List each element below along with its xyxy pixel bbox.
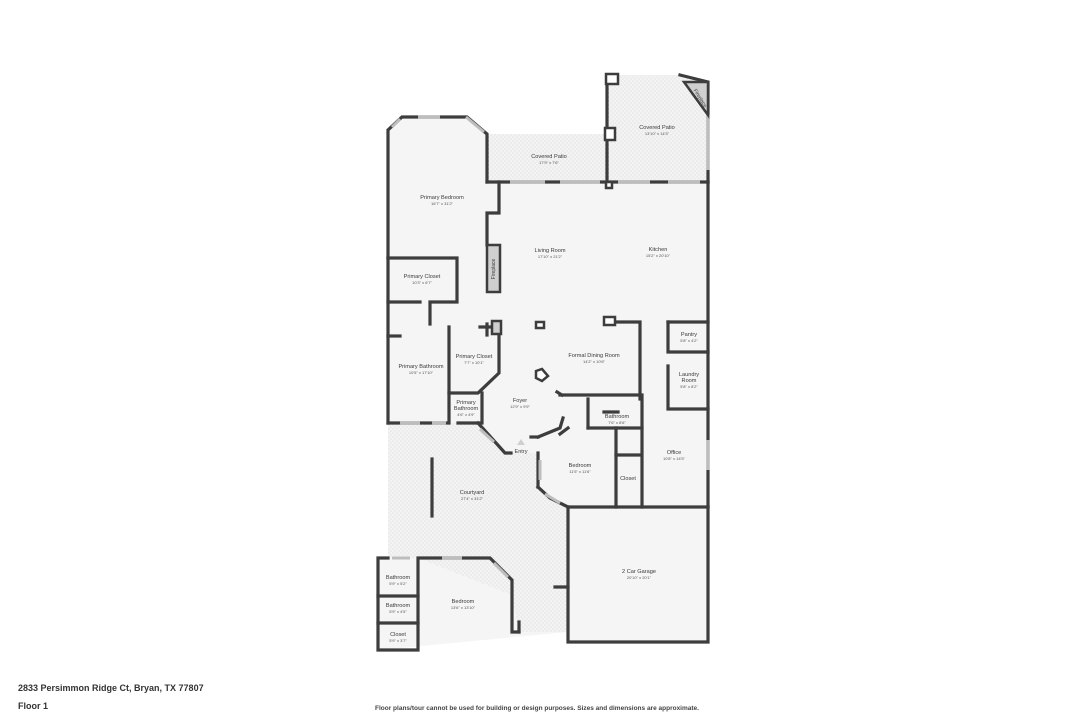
property-address: 2833 Persimmon Ridge Ct, Bryan, TX 77807 <box>18 683 204 693</box>
disclaimer-text: Floor plans/tour cannot be used for buil… <box>375 705 699 712</box>
garage-dim: 20'10" x 20'1" <box>627 575 652 580</box>
covered-patio-right-dim: 13'10" x 14'3" <box>645 131 670 136</box>
dining-column <box>602 315 617 327</box>
closet-lower-label: Closet <box>390 632 406 638</box>
primary-closet-lower-dim: 7'7" x 10'1" <box>464 360 484 365</box>
bathroom-lower-2-label: Bathroom <box>386 603 411 609</box>
primary-bathroom-small-dim: 4'6" x 4'9" <box>457 412 475 417</box>
entry-arrow-icon <box>517 439 525 445</box>
garage-label: 2 Car Garage <box>622 569 656 575</box>
bedroom-mid-dim: 11'5" x 11'6" <box>569 469 591 474</box>
closet-lower-dim: 5'9" x 3'7" <box>389 638 407 643</box>
foyer-column <box>534 367 550 383</box>
bathroom-lower-1-label: Bathroom <box>386 575 411 581</box>
primary-bathroom-small-label-2: Bathroom <box>454 406 479 412</box>
entry-label: Entry <box>514 449 527 455</box>
fireplaces: Fireplace Fireplace <box>485 80 710 336</box>
bathroom-lower-2-dim: 5'9" x 4'5" <box>389 609 407 614</box>
closet-fixture <box>490 319 503 336</box>
patio-post-bottom <box>604 180 614 190</box>
pantry-dim: 5'8" x 4'2" <box>680 338 698 343</box>
bathroom-mid-label: Bathroom <box>605 414 630 420</box>
living-fireplace-label: Fireplace <box>491 259 497 280</box>
laundry-room-label-1: Laundry <box>679 372 699 378</box>
bedroom-lower-dim: 13'6" x 13'10" <box>451 605 476 610</box>
patio-fireplace <box>681 80 710 119</box>
formal-dining-dim: 14'2" x 10'6" <box>583 359 606 364</box>
kitchen-label: Kitchen <box>649 247 668 253</box>
foyer-dim: 12'9" x 9'9" <box>510 404 530 409</box>
patio-post-top-left <box>604 72 620 86</box>
office-label: Office <box>667 450 682 456</box>
primary-bedroom-dim: 16'7" x 31'2" <box>431 201 454 206</box>
primary-closet-lower-label: Primary Closet <box>456 354 493 360</box>
laundry-room-label-2: Room <box>682 378 697 384</box>
primary-bedroom-label: Primary Bedroom <box>420 195 464 201</box>
bedroom-lower-label: Bedroom <box>452 599 475 605</box>
covered-patio-left-area <box>487 134 607 182</box>
laundry-room-dim: 5'8" x 8'2" <box>680 384 698 389</box>
bedroom-mid-label: Bedroom <box>569 463 592 469</box>
primary-bathroom-large-label: Primary Bathroom <box>398 364 443 370</box>
office-dim: 10'8" x 14'5" <box>663 456 686 461</box>
kitchen-dim: 15'2" x 20'10" <box>646 253 671 258</box>
primary-bathroom-large-dim: 10'5" x 17'10" <box>409 370 434 375</box>
primary-closet-upper-label: Primary Closet <box>404 274 441 280</box>
living-room-label: Living Room <box>534 248 565 254</box>
covered-patio-right-label: Covered Patio <box>639 125 674 131</box>
courtyard-dim: 27'4" x 31'2" <box>461 496 484 501</box>
formal-dining-label: Formal Dining Room <box>568 353 620 359</box>
pantry-label: Pantry <box>681 332 697 338</box>
closet-mid-label: Closet <box>620 476 636 482</box>
living-fireplace <box>485 243 502 294</box>
courtyard-label: Courtyard <box>460 490 485 496</box>
primary-bathroom-small-label-1: Primary <box>456 400 475 406</box>
patio-post-mid <box>603 126 617 142</box>
primary-closet-upper-dim: 10'3" x 6'7" <box>412 280 432 285</box>
covered-patio-right-area <box>607 75 708 182</box>
covered-patio-left-dim: 17'9" x 7'6" <box>539 160 559 165</box>
bathroom-mid-dim: 7'6" x 8'6" <box>608 420 626 425</box>
living-column <box>534 320 546 330</box>
posts <box>534 72 620 383</box>
foyer-label: Foyer <box>513 398 527 404</box>
covered-patio-left-label: Covered Patio <box>531 154 566 160</box>
bathroom-lower-1-dim: 5'9" x 5'2" <box>389 581 407 586</box>
living-room-dim: 17'10" x 21'2" <box>538 254 563 259</box>
floor-label: Floor 1 <box>18 701 49 711</box>
room-labels: Covered Patio 13'10" x 14'3" Covered Pat… <box>386 125 699 643</box>
